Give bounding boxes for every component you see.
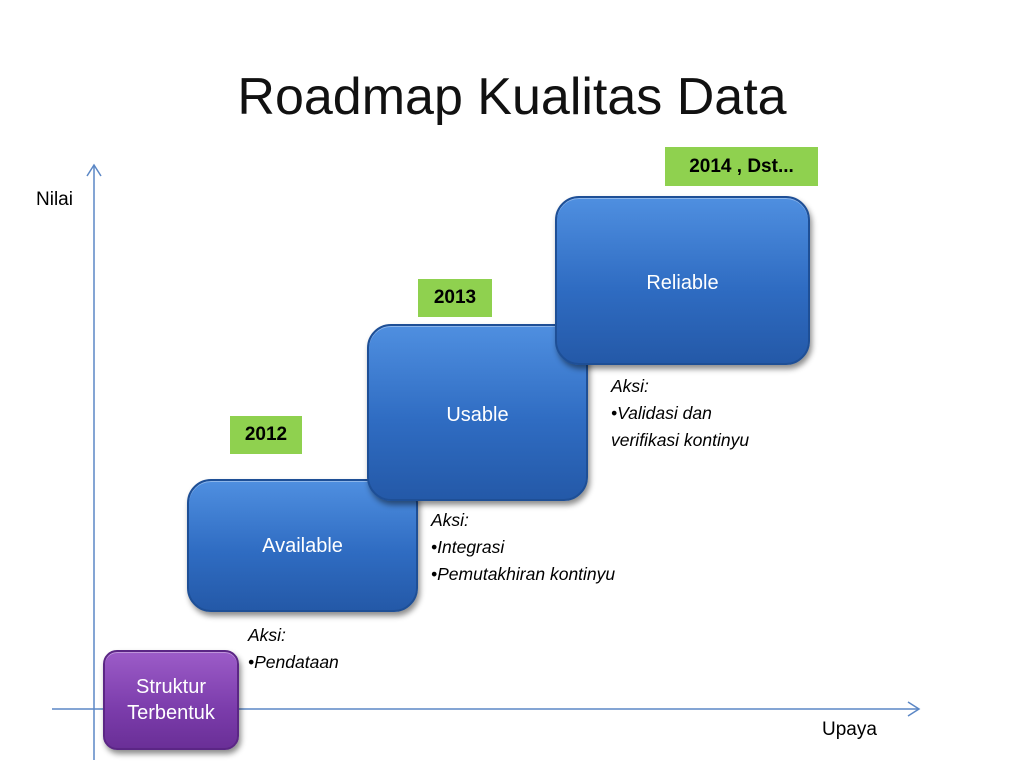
stage-label: Usable bbox=[446, 404, 509, 426]
year-badge-2014: 2014 , Dst... bbox=[665, 147, 818, 186]
stage-available: Available bbox=[187, 479, 418, 612]
stage-label: Available bbox=[262, 534, 343, 557]
actions-available: Aksi: •Pendataan bbox=[248, 622, 339, 676]
stage-label: Reliable bbox=[646, 272, 719, 294]
action-item: •Pemutakhiran kontinyu bbox=[431, 564, 616, 584]
actions-heading: Aksi: bbox=[248, 625, 286, 645]
actions-heading: Aksi: bbox=[431, 510, 469, 530]
stage-label: Struktur Terbentuk bbox=[127, 676, 215, 724]
action-item: •Pendataan bbox=[248, 652, 339, 672]
stage-reliable: Reliable bbox=[555, 196, 810, 365]
action-item: •Integrasi bbox=[431, 537, 505, 557]
x-axis-label: Upaya bbox=[822, 719, 877, 740]
slide-title: Roadmap Kualitas Data bbox=[237, 68, 787, 126]
actions-usable: Aksi: •Integrasi •Pemutakhiran kontinyu bbox=[431, 507, 615, 588]
y-axis-arrow bbox=[86, 163, 102, 177]
year-badge-2012: 2012 bbox=[230, 416, 302, 454]
actions-heading: Aksi: bbox=[611, 376, 649, 396]
stage-usable: Usable bbox=[367, 324, 588, 501]
year-badge-2013: 2013 bbox=[418, 279, 492, 317]
actions-reliable: Aksi: •Validasi dan verifikasi kontinyu bbox=[611, 373, 749, 454]
action-item: verifikasi kontinyu bbox=[611, 430, 750, 450]
y-axis-label: Nilai bbox=[36, 189, 73, 210]
stage-struktur-terbentuk: Struktur Terbentuk bbox=[103, 650, 239, 750]
action-item: •Validasi dan bbox=[611, 403, 712, 423]
x-axis-arrow bbox=[907, 701, 921, 717]
